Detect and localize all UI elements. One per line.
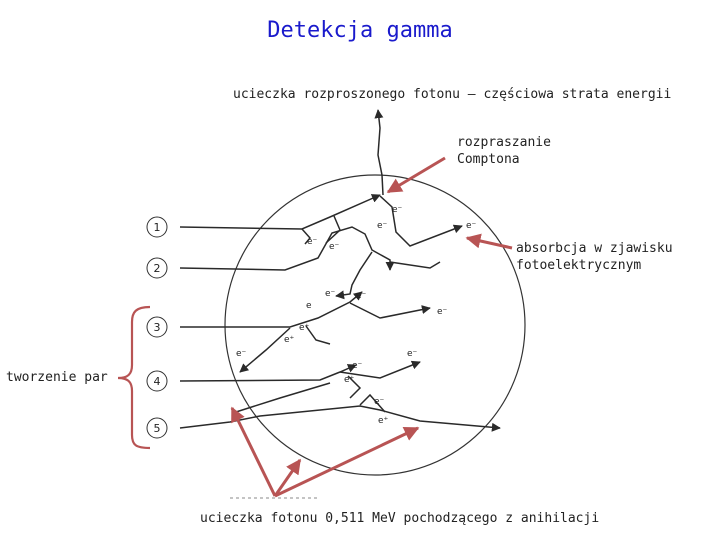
photoelectric-pointer-arrow xyxy=(465,233,513,250)
label-e1: e⁻ xyxy=(392,205,403,215)
photo-label-line2: fotoelektrycznym xyxy=(516,258,642,273)
event-number-4: 4 xyxy=(146,370,168,392)
event-1-tracks xyxy=(179,109,463,247)
photo-label-line1: absorbcja w zjawisku xyxy=(516,241,673,256)
event-5-tracks xyxy=(179,382,501,432)
annihilation-photon-escape-label: ucieczka fotonu 0,511 MeV pochodzącego z… xyxy=(200,511,600,526)
event-2-tracks xyxy=(179,226,441,300)
compton-scattering-label: rozpraszanie Comptona xyxy=(457,134,551,168)
annihilation-pointer-arrow-left xyxy=(230,406,277,497)
label-e11: e⁻ xyxy=(352,361,363,371)
label-eplus4: e⁺ xyxy=(378,416,389,426)
annihilation-pointer-arrow-right xyxy=(274,426,420,498)
pair-production-brace xyxy=(117,305,151,450)
event-4-tracks xyxy=(179,360,421,399)
event-number-2-text: 2 xyxy=(154,262,161,275)
event-number-5-text: 5 xyxy=(154,422,161,435)
label-e2: e⁻ xyxy=(377,221,388,231)
label-e9: e⁻ xyxy=(236,349,247,359)
compton-label-line2: Comptona xyxy=(457,152,520,167)
label-e5: e⁻ xyxy=(329,242,340,252)
compton-label-line1: rozpraszanie xyxy=(457,135,551,150)
label-eplus2: e⁺ xyxy=(284,335,295,345)
pointer-arrows xyxy=(230,156,513,498)
event-number-2: 2 xyxy=(146,257,168,279)
label-e3: e⁻ xyxy=(466,221,477,231)
particle-labels: e⁻ e⁻ e⁻ e⁻ e⁻ e⁻ e⁻ e e⁺ e⁺ e⁻ e⁻ e⁻ e⁻… xyxy=(236,205,477,426)
label-e-plain: e xyxy=(306,301,312,311)
event-number-1: 1 xyxy=(146,216,168,238)
label-e10: e⁻ xyxy=(407,349,418,359)
compton-pointer-arrow xyxy=(386,156,446,194)
label-eplus3: e⁺ xyxy=(344,375,355,385)
event-3-tracks xyxy=(180,291,431,373)
label-e4: e⁻ xyxy=(307,237,318,247)
page-title: Detekcja gamma xyxy=(267,18,453,43)
scattered-photon-escape-label: ucieczka rozproszonego fotonu – częściow… xyxy=(233,87,672,102)
label-eplus1: e⁺ xyxy=(299,323,310,333)
photoelectric-absorption-label: absorbcja w zjawisku fotoelektrycznym xyxy=(516,240,673,274)
event-number-4-text: 4 xyxy=(154,375,161,388)
label-e7: e⁻ xyxy=(356,291,367,301)
event-number-3: 3 xyxy=(146,316,168,338)
event-number-5: 5 xyxy=(146,417,168,439)
event-number-1-text: 1 xyxy=(154,221,161,234)
event-number-3-text: 3 xyxy=(154,321,161,334)
detector-circle xyxy=(224,174,526,476)
pair-production-label: tworzenie par xyxy=(6,370,108,385)
label-e8: e⁻ xyxy=(437,307,448,317)
annihilation-pointer-arrow-middle xyxy=(273,458,302,497)
label-e12: e⁻ xyxy=(374,397,385,407)
label-e6: e⁻ xyxy=(325,289,336,299)
